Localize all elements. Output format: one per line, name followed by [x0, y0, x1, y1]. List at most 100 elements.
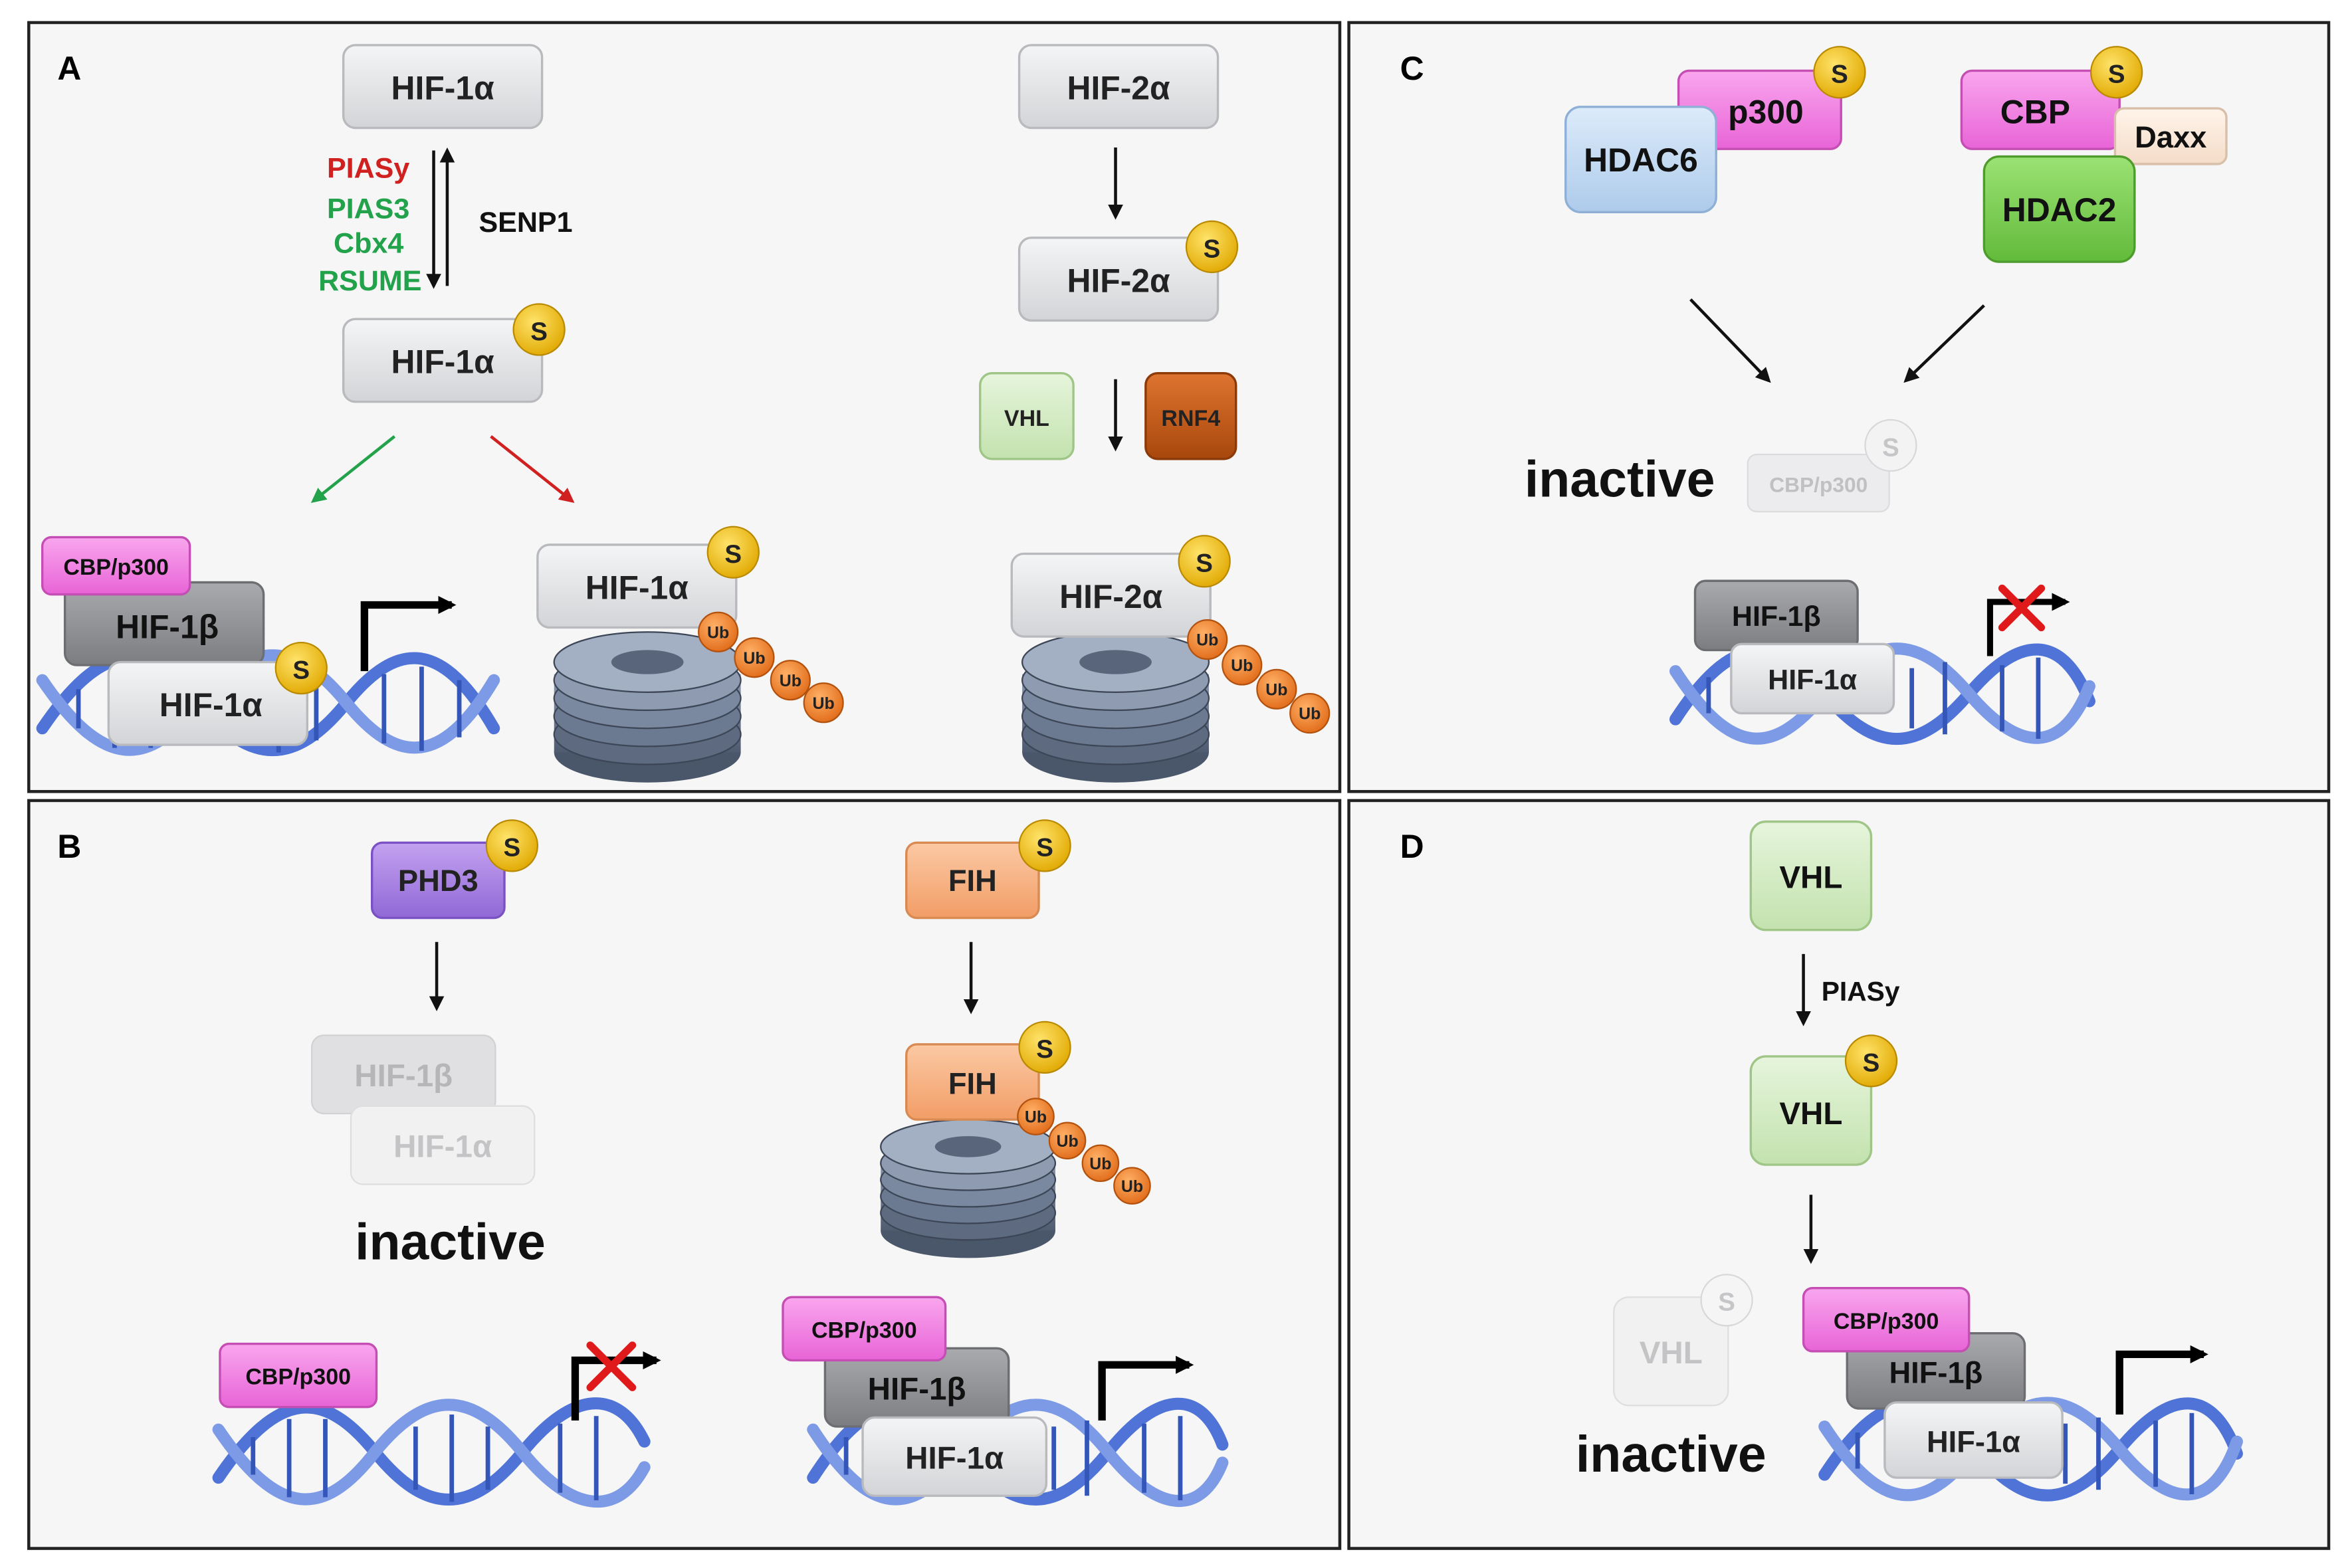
- vhl-label: VHL: [1004, 406, 1049, 431]
- cbp-label: CBP: [2000, 94, 2070, 131]
- cbp-p300-free-label: CBP/p300: [245, 1365, 351, 1390]
- hif1a-box: [1730, 642, 1895, 715]
- hif2a-box: [1017, 44, 1220, 130]
- cbp-p300-faded-label: CBP/p300: [1769, 473, 1868, 497]
- red-arrow: [490, 435, 575, 504]
- panel-b: B PHD3 S HIF-1β HIF-1α inactive CBP/p300: [57, 819, 1229, 1508]
- hif1a-box: [342, 44, 544, 130]
- piasy-label: PIASy: [1822, 976, 1900, 1007]
- hif1a-label: HIF-1α: [1768, 664, 1857, 696]
- hdac6-label: HDAC6: [1584, 142, 1698, 179]
- vhl-box: [1749, 820, 1873, 931]
- sumo-label: S: [292, 656, 310, 684]
- vhl-faded-box: [1613, 1296, 1729, 1407]
- svg-text:Ub: Ub: [1121, 1177, 1143, 1196]
- hdac2-box: [1982, 155, 2136, 263]
- vhl-label: VHL: [1779, 860, 1842, 895]
- proteasome-icon: [1021, 631, 1210, 783]
- sumo-label: S: [2108, 60, 2125, 89]
- hif1b-label: HIF-1β: [868, 1371, 966, 1407]
- fih-sumo-box: [905, 1043, 1040, 1121]
- panel-a-letter: A: [57, 50, 81, 87]
- hif1a-dna-label: HIF-1α: [905, 1441, 1004, 1476]
- sumo-icon: [1844, 1034, 1898, 1088]
- sumo-label: S: [724, 540, 742, 569]
- sumo-label: S: [1831, 60, 1848, 89]
- hif1b-label: HIF-1β: [116, 608, 219, 645]
- sumo-faded-icon: [1700, 1274, 1753, 1327]
- panel-a: A HIF-1α PIASy PIAS3 Cbx4 RSUME SENP1 HI…: [36, 44, 1331, 783]
- hif1a-deg-box: [536, 543, 738, 629]
- tss-arrow: [360, 595, 457, 672]
- hif1a-faded-box: [350, 1105, 536, 1185]
- senp1-label: SENP1: [479, 207, 572, 239]
- fih-box: [905, 841, 1040, 920]
- svg-text:Ub: Ub: [1089, 1155, 1111, 1173]
- daxx-box: [2113, 107, 2228, 165]
- hdac6-box: [1564, 106, 1717, 214]
- proteasome-icon: [880, 1118, 1057, 1258]
- cbp-p300-label: CBP/p300: [1834, 1309, 1939, 1334]
- hif2a-deg-label: HIF-2α: [1059, 578, 1163, 615]
- hif2a-sumo-label: HIF-2α: [1067, 262, 1170, 299]
- svg-text:Ub: Ub: [743, 649, 765, 668]
- hif2a-label: HIF-2α: [1067, 69, 1170, 106]
- tss-arrow: [1098, 1355, 1194, 1421]
- hif2a-sumo-box: [1017, 237, 1220, 322]
- sumo-label: S: [1036, 834, 1053, 862]
- hif1a-label: HIF-1α: [391, 69, 495, 106]
- hif2a-deg-box: [1010, 552, 1212, 638]
- svg-text:Ub: Ub: [1265, 680, 1287, 699]
- sumo-label: S: [1204, 235, 1221, 263]
- panel-d: D VHL PIASy VHL S VHL S inactive HIF-1β …: [1400, 820, 2243, 1502]
- sumo-icon: [485, 819, 538, 872]
- vhl-sumo-box: [1749, 1055, 1873, 1166]
- blocked-x-icon: [586, 1341, 637, 1391]
- inactive-label: inactive: [355, 1214, 546, 1271]
- vhl-sumo-label: VHL: [1779, 1096, 1842, 1131]
- hif1a-sumo-label: HIF-1α: [391, 343, 495, 381]
- proteasome-icon: [553, 631, 742, 783]
- hif1a-sumo-box: [342, 318, 544, 403]
- hif1a-box: [1883, 1401, 2064, 1479]
- hif1a-dna-box: [861, 1416, 1048, 1497]
- sumo-label: S: [1196, 549, 1213, 578]
- inactive-label: inactive: [1576, 1426, 1766, 1483]
- sumo-icon: [512, 303, 566, 356]
- inactive-label: inactive: [1525, 450, 1715, 508]
- vhl-faded-label: VHL: [1640, 1335, 1703, 1371]
- pias3-label: PIAS3: [327, 193, 409, 225]
- hdac2-label: HDAC2: [2002, 191, 2117, 229]
- cbp-p300-free-box: [219, 1342, 378, 1409]
- hif1a-dna-box: [107, 660, 308, 746]
- sumo-icon: [1813, 46, 1866, 99]
- arrow: [1689, 298, 1771, 383]
- vhl-box: [978, 371, 1075, 460]
- sumo-faded-icon: [1864, 419, 1917, 472]
- sumo-faded-label: S: [1882, 433, 1899, 462]
- hif1b-faded-label: HIF-1β: [354, 1058, 453, 1094]
- panel-c-letter: C: [1400, 50, 1424, 87]
- cbp-p300-box: [1802, 1287, 1971, 1353]
- cbp-p300-box: [41, 536, 191, 596]
- svg-text:Ub: Ub: [1231, 656, 1253, 675]
- panel-c: C p300 S HDAC6 CBP S Daxx HDAC2 inactive…: [1400, 46, 2228, 745]
- tss-arrow: [2115, 1345, 2208, 1415]
- hif1a-label: HIF-1α: [1927, 1425, 2020, 1459]
- sumo-label: S: [503, 834, 520, 862]
- green-arrow: [310, 435, 396, 504]
- ubiquitin-chain: Ub Ub Ub Ub: [1017, 1098, 1151, 1205]
- svg-text:Ub: Ub: [1056, 1132, 1078, 1151]
- piasy-label: PIASy: [327, 152, 409, 184]
- fih-label: FIH: [948, 864, 997, 898]
- arrow: [1903, 304, 1985, 383]
- hif1a-deg-label: HIF-1α: [586, 569, 689, 606]
- panel-d-letter: D: [1400, 828, 1424, 865]
- sumo-icon: [1018, 1021, 1071, 1074]
- rnf4-label: RNF4: [1161, 406, 1220, 431]
- phd3-box: [370, 841, 506, 920]
- panel-b-letter: B: [57, 828, 81, 865]
- hif1a-dna-label: HIF-1α: [160, 686, 263, 724]
- sumo-label: S: [1863, 1049, 1880, 1078]
